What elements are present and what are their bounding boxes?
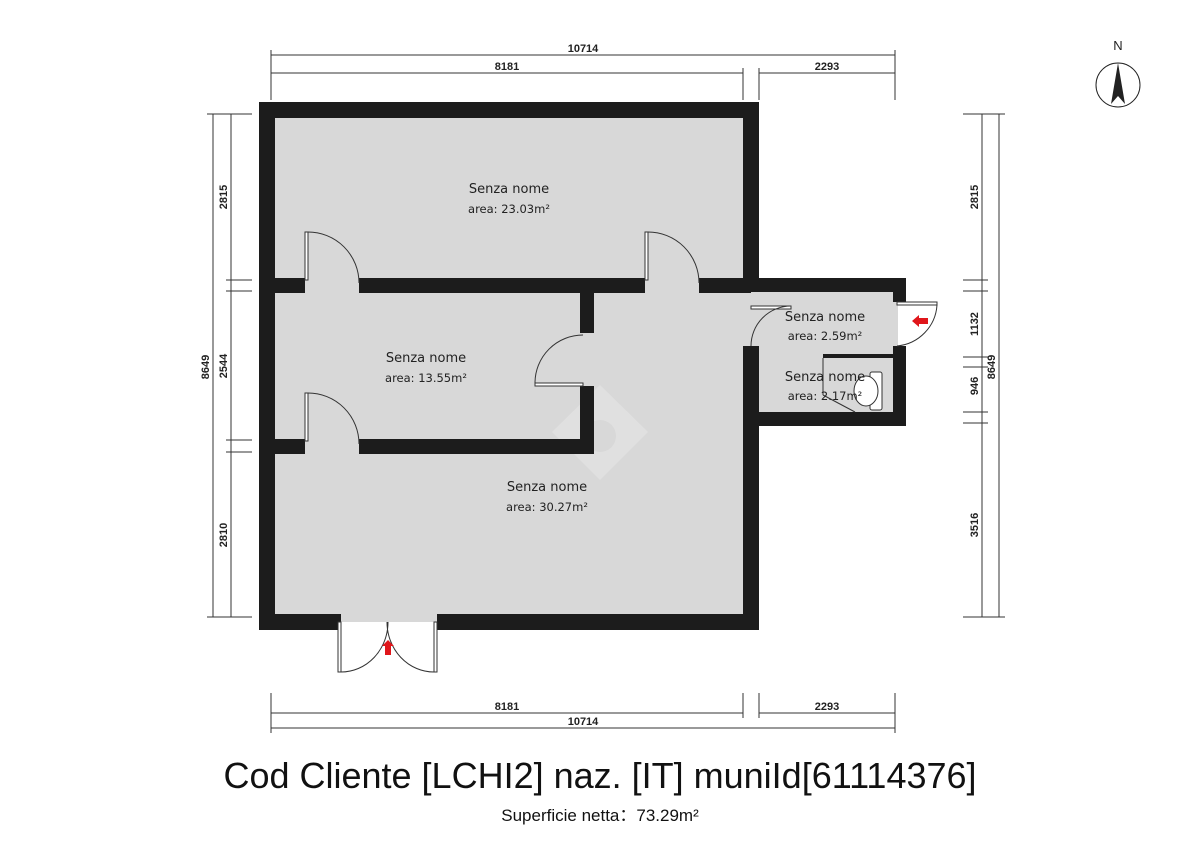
north-compass-icon: N [1095, 38, 1141, 108]
doors [304, 231, 938, 673]
toilet-icon [853, 371, 883, 411]
walls [259, 102, 906, 630]
dim-bottom-total: 10714 [568, 716, 599, 728]
net-surface-label: Superficie netta：73.29m² [501, 806, 699, 825]
door-5 [750, 305, 792, 347]
room-4: Senza nome area: 2.59m² [785, 310, 865, 343]
dim-left-seg-2: 2544 [218, 353, 230, 378]
room-area: area: 13.55m² [385, 371, 467, 385]
room-name: Senza nome [386, 351, 466, 366]
entry-arrow-icon [912, 315, 928, 327]
door-6 [896, 301, 938, 347]
dim-right-total: 8649 [986, 355, 998, 379]
dim-right-seg-2: 1132 [969, 312, 981, 336]
room-area: area: 30.27m² [506, 500, 588, 514]
room-labels: Senza nome area: 23.03m² Senza nome area… [385, 182, 865, 514]
room-2: Senza nome area: 13.55m² [385, 351, 467, 385]
dim-left-total: 8649 [200, 355, 212, 379]
floor-area [267, 110, 898, 622]
dim-left-seg-3: 2810 [218, 523, 230, 547]
room-name: Senza nome [785, 370, 865, 385]
room-1: Senza nome area: 23.03m² [468, 182, 550, 216]
dimension-labels: 10714 8181 2293 8181 2293 10714 8649 281… [200, 43, 998, 728]
room-area: area: 2.17m² [788, 389, 863, 403]
plan-title: Cod Cliente [LCHI2] naz. [IT] muniId[611… [223, 755, 977, 796]
dim-right-seg-1: 2815 [969, 185, 981, 209]
room-5: Senza nome area: 2.17m² [785, 370, 865, 403]
room-name: Senza nome [469, 182, 549, 197]
dim-top-right: 2293 [815, 61, 839, 73]
north-label: N [1113, 38, 1122, 53]
door-1 [304, 231, 360, 284]
dim-right-seg-3: 946 [969, 377, 981, 395]
dim-right-seg-4: 3516 [969, 513, 981, 537]
dim-top-left: 8181 [495, 61, 519, 73]
room-name: Senza nome [785, 310, 865, 325]
door-2 [644, 231, 700, 284]
dim-left-seg-1: 2815 [218, 185, 230, 209]
dim-bottom-right: 2293 [815, 701, 839, 713]
entry-arrow-icon [382, 640, 394, 655]
dimension-lines [207, 50, 1005, 733]
room-area: area: 2.59m² [788, 329, 863, 343]
room-3: Senza nome area: 30.27m² [506, 480, 588, 514]
door-3 [534, 334, 584, 387]
dim-top-total: 10714 [568, 43, 599, 55]
door-4 [304, 392, 360, 445]
dim-bottom-left: 8181 [495, 701, 519, 713]
entrance-double-door [337, 621, 438, 673]
room-area: area: 23.03m² [468, 202, 550, 216]
door-7 [822, 358, 856, 413]
room-name: Senza nome [507, 480, 587, 495]
